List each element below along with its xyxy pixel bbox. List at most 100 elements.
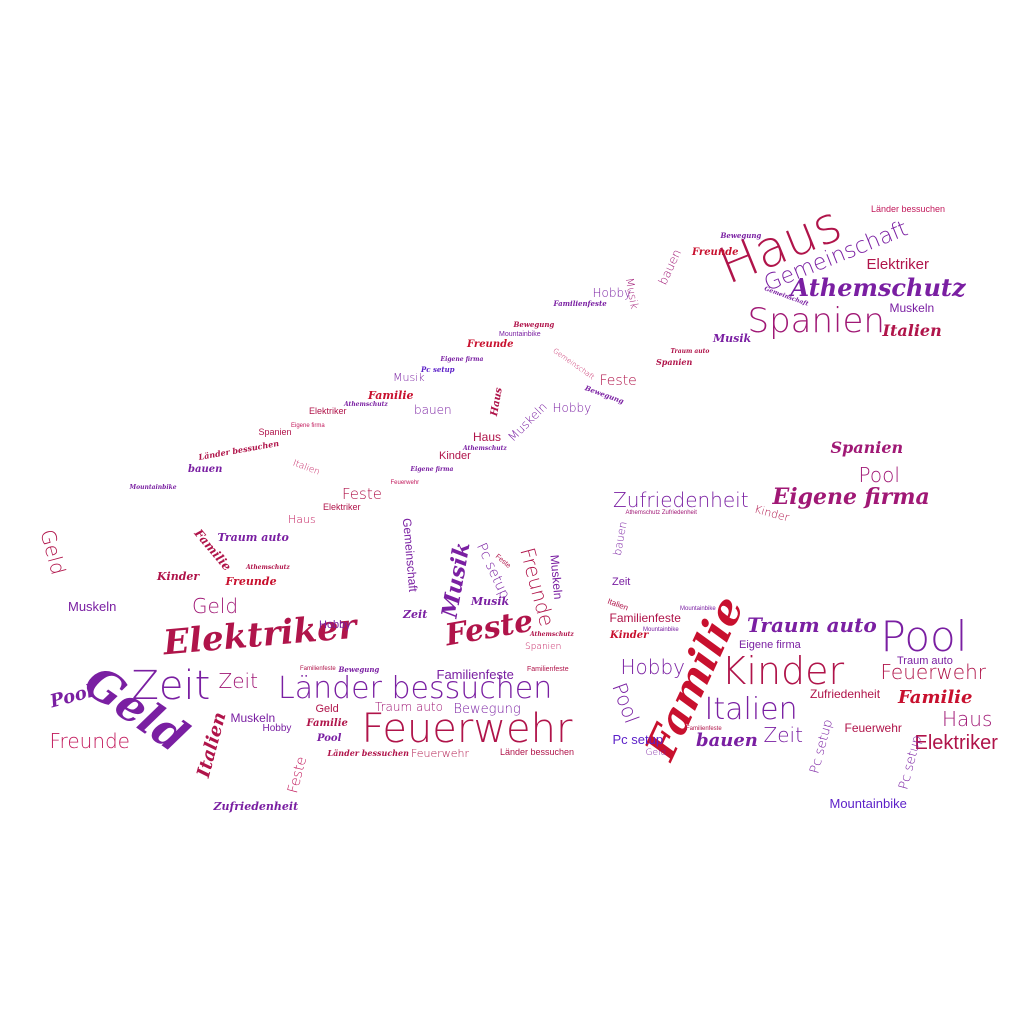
word-elektriker: Elektriker xyxy=(323,501,361,512)
word-athemschutz: Athemschutz xyxy=(530,631,574,638)
word-geld: Geld xyxy=(645,747,667,758)
word-zufriedenheit: Zufriedenheit xyxy=(613,488,749,512)
word-bauen: bauen xyxy=(610,519,630,557)
word-zufriedenheit: Zufriedenheit xyxy=(810,687,881,701)
word-elektriker: Elektriker xyxy=(866,255,930,273)
word-pc-setup: Pc setup xyxy=(421,364,455,374)
word-zeit: Zeit xyxy=(131,663,211,709)
word-pc-setup: Pc setup xyxy=(472,540,513,602)
word-feuerwehr: Feuerwehr xyxy=(411,746,470,760)
word-spanien: Spanien xyxy=(525,641,562,652)
word-freunde: Freunde xyxy=(225,574,277,588)
word-pool: Pool xyxy=(858,463,900,487)
word-familie: Familie xyxy=(368,388,414,402)
word-familie: Familie xyxy=(898,687,973,708)
word-traum-auto: Traum auto xyxy=(375,700,443,714)
word-feuerwehr: Feuerwehr xyxy=(361,706,573,752)
word-bauen: bauen xyxy=(188,464,223,475)
word-muskeln: Muskeln xyxy=(889,301,935,315)
word-pool: Pool xyxy=(880,612,968,661)
word-laender-bessuchen: Länder bessuchen xyxy=(327,748,409,758)
word-familienfeste: Familienfeste xyxy=(553,298,607,308)
word-laender-bessuchen: Länder bessuchen xyxy=(500,746,575,757)
word-zeit: Zeit xyxy=(403,607,428,621)
word-haus: Haus xyxy=(288,512,316,526)
word-geld: Geld xyxy=(192,594,239,618)
word-hobby: Hobby xyxy=(592,286,632,300)
word-familie: Familie xyxy=(306,718,348,729)
word-spanien: Spanien xyxy=(830,438,904,457)
word-kinder: Kinder xyxy=(439,449,471,462)
word-familienfeste: Familienfeste xyxy=(609,611,681,625)
word-elektriker: Elektriker xyxy=(914,732,998,754)
word-elektriker: Elektriker xyxy=(309,405,347,416)
word-traum-auto: Traum auto xyxy=(747,613,877,637)
word-mountainbike: Mountainbike xyxy=(680,606,716,612)
word-musik: Musik xyxy=(622,276,641,310)
word-eigene-firma: Eigene firma xyxy=(739,638,801,651)
word-zeit: Zeit xyxy=(763,723,803,747)
word-mountainbike: Mountainbike xyxy=(499,330,541,338)
word-bewegung: Bewegung xyxy=(720,230,762,240)
word-muskeln: Muskeln xyxy=(68,598,117,614)
word-hobby: Hobby xyxy=(262,723,292,734)
word-hobby: Hobby xyxy=(552,401,592,415)
word-traum-auto: Traum auto xyxy=(670,348,710,355)
word-hobby: Hobby xyxy=(319,618,351,631)
word-pc-setup: Pc setup xyxy=(612,731,664,747)
word-pool: Pool xyxy=(606,679,644,727)
word-feuerwehr: Feuerwehr xyxy=(390,480,420,486)
word-traum-auto: Traum auto xyxy=(217,530,289,544)
word-musik: Musik xyxy=(393,370,425,384)
word-familienfeste: Familienfeste xyxy=(436,666,514,682)
word-italien: Italien xyxy=(192,709,231,780)
word-bewegung: Bewegung xyxy=(338,664,380,674)
word-haus: Haus xyxy=(473,430,502,444)
word-muskeln: Muskeln xyxy=(546,554,565,600)
word-muskeln: Muskeln xyxy=(504,399,550,445)
word-italien: Italien xyxy=(704,692,798,727)
word-feste: Feste xyxy=(342,484,382,503)
word-kinder: Kinder xyxy=(157,569,200,583)
word-gemeinschaft: Gemeinschaft xyxy=(550,346,596,381)
word-spanien: Spanien xyxy=(747,301,885,341)
word-freunde: Freunde xyxy=(49,729,131,753)
word-bewegung: Bewegung xyxy=(453,701,521,717)
word-freunde: Freunde xyxy=(467,339,514,350)
word-athemschutz: Athemschutz xyxy=(344,401,388,408)
word-musik: Musik xyxy=(713,331,752,345)
word-athemschutz-zufriedenheit: Athemschutz Zufriedenheit xyxy=(625,510,697,516)
word-haus: Haus xyxy=(942,707,993,731)
word-feuerwehr: Feuerwehr xyxy=(880,660,986,684)
word-spanien: Spanien xyxy=(258,426,292,437)
word-familienfeste: Familienfeste xyxy=(686,726,722,732)
word-feste: Feste xyxy=(599,373,637,389)
word-laender-bessuchen: Länder bessuchen xyxy=(871,203,946,214)
word-bauen: bauen xyxy=(696,730,758,751)
word-geld: Geld xyxy=(35,526,71,578)
word-bauen: bauen xyxy=(655,247,685,287)
word-mountainbike: Mountainbike xyxy=(643,627,679,633)
word-kinder: Kinder xyxy=(721,649,845,693)
word-feuerwehr: Feuerwehr xyxy=(844,721,902,735)
word-muskeln: Muskeln xyxy=(230,711,276,725)
word-laender-bessuchen: Länder bessuchen xyxy=(278,671,553,706)
word-haus: Haus xyxy=(488,386,505,418)
word-spanien: Spanien xyxy=(656,357,693,367)
word-bewegung: Bewegung xyxy=(513,319,555,329)
word-feste: Feste xyxy=(284,754,310,796)
word-familienfeste: Familienfeste xyxy=(527,665,569,673)
word-italien: Italien xyxy=(291,458,321,478)
word-athemschutz: Athemschutz xyxy=(463,445,507,452)
word-gemeinschaft: Gemeinschaft xyxy=(399,517,421,593)
word-zeit: Zeit xyxy=(218,669,258,693)
word-athemschutz: Athemschutz xyxy=(790,273,966,302)
word-mountainbike: Mountainbike xyxy=(829,795,907,811)
word-mountainbike: Mountainbike xyxy=(129,484,177,491)
word-freunde: Freunde xyxy=(692,247,739,258)
word-athemschutz: Athemschutz xyxy=(246,564,290,571)
word-italien: Italien xyxy=(882,321,942,340)
word-musik: Musik xyxy=(471,594,510,608)
word-eigene-firma: Eigene firma xyxy=(410,466,454,473)
word-pc-setup: Pc setup xyxy=(895,733,925,791)
